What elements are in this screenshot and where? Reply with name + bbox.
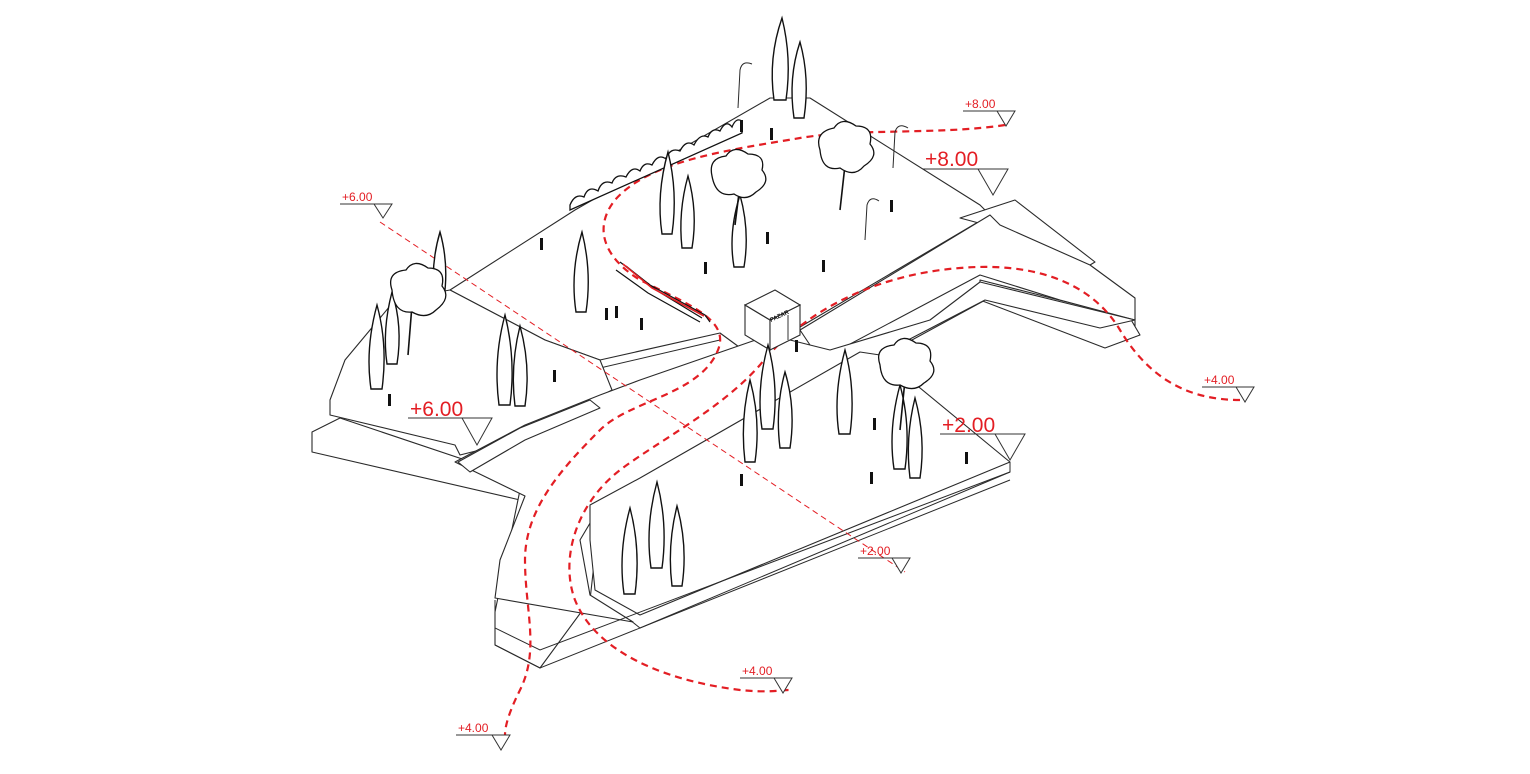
route-main — [503, 123, 1006, 736]
cypress-tree — [669, 503, 685, 587]
cypress-tree — [777, 369, 793, 449]
level-marker-right-4: +4.00 — [1202, 373, 1255, 403]
cypress-tree — [496, 312, 513, 406]
person — [890, 200, 893, 212]
pedestrian-routes — [503, 123, 1241, 736]
person — [740, 474, 743, 486]
person — [766, 232, 769, 244]
cypress-tree — [836, 347, 853, 435]
cypress-tree — [621, 505, 638, 595]
hedge — [569, 119, 743, 212]
cypress-tree — [512, 323, 528, 407]
person — [870, 472, 873, 484]
person — [553, 370, 556, 382]
person — [965, 452, 968, 464]
level-marker-plus-2: +2.00 — [940, 414, 1026, 462]
path-base-edge — [494, 479, 1011, 669]
level-label: +8.00 — [965, 97, 996, 111]
level-label: +4.00 — [742, 664, 773, 678]
level-label: +2.00 — [942, 414, 995, 437]
cypress-trees — [368, 15, 923, 595]
lamp — [737, 62, 753, 109]
level-label: +4.00 — [1204, 373, 1235, 387]
path-lower-edge — [494, 471, 1011, 651]
lamps — [737, 62, 909, 241]
terrace-middle — [329, 289, 613, 456]
cypress-tree — [907, 395, 923, 479]
person — [740, 120, 743, 132]
level-marker-bottom-left-4: +4.00 — [456, 721, 511, 751]
person — [770, 128, 773, 140]
lamp — [892, 125, 909, 169]
kiosk: PAZAR — [743, 289, 802, 351]
cypress-tree — [791, 39, 807, 119]
cypress-tree — [731, 192, 747, 268]
people — [388, 120, 968, 486]
kiosk-roof — [743, 289, 802, 321]
broadleaf-trees — [389, 120, 935, 431]
person — [873, 418, 876, 430]
person — [640, 318, 643, 330]
cypress-tree — [384, 289, 400, 365]
level-marker-top-right-8: +8.00 — [963, 97, 1016, 127]
cypress-tree — [680, 173, 695, 249]
cypress-tree — [742, 377, 758, 463]
person — [795, 340, 798, 352]
level-marker-section-2: +2.00 — [858, 544, 911, 574]
section-line — [379, 221, 906, 573]
level-marker-section-6: +6.00 — [340, 190, 393, 219]
person — [388, 394, 391, 406]
cypress-tree — [759, 342, 776, 430]
cypress-tree — [648, 479, 665, 569]
person — [615, 306, 618, 318]
level-label: +2.00 — [860, 544, 891, 558]
broadleaf-tree — [389, 262, 447, 356]
broadleaf-tree — [710, 148, 767, 226]
person — [822, 260, 825, 272]
walkway-east-long — [799, 214, 1136, 361]
escalator — [615, 261, 711, 323]
level-marker-plus-8: +8.00 — [923, 148, 1009, 197]
level-label: +4.00 — [458, 721, 489, 735]
cypress-tree — [573, 229, 589, 313]
cypress-tree — [368, 302, 385, 390]
level-label: +6.00 — [342, 190, 373, 204]
cypress-tree — [771, 15, 789, 101]
level-marker-plus-6: +6.00 — [408, 398, 493, 447]
broadleaf-tree — [877, 337, 935, 431]
level-label: +8.00 — [925, 148, 978, 171]
person — [605, 308, 608, 320]
level-marker-bottom-4: +4.00 — [740, 664, 793, 694]
ramp — [457, 399, 601, 473]
lamp — [864, 198, 880, 241]
broadleaf-tree — [817, 120, 875, 211]
cypress-tree — [659, 149, 675, 235]
terrace-lower-edge — [629, 462, 1011, 629]
person — [704, 262, 707, 274]
level-label: +6.00 — [410, 398, 463, 421]
person — [540, 238, 543, 250]
route-east — [568, 265, 1241, 693]
hedge-row — [569, 119, 743, 212]
